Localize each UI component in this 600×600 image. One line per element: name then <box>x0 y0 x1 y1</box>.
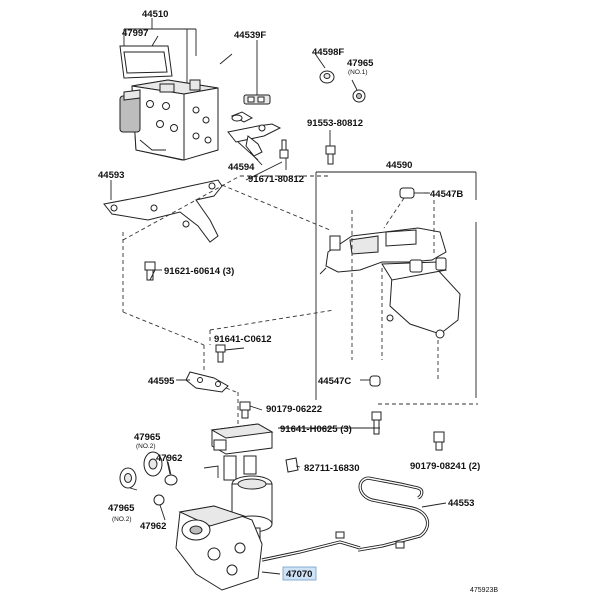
part-47965-no1-clamp <box>351 79 366 103</box>
part-44594-bracket <box>227 111 289 170</box>
label-44598F: 44598F <box>312 47 344 58</box>
label-47962-a: 47962 <box>156 453 182 464</box>
part-44539F-clip <box>243 40 271 105</box>
label-47965-low: 47965 <box>108 503 135 514</box>
label-47070: 47070 <box>286 569 312 580</box>
abs-actuator-assembly <box>119 18 219 161</box>
label-47965-mid: 47965 <box>134 432 161 443</box>
catalog-number: 475923B <box>470 587 498 594</box>
part-91641-H0625-bolt <box>371 411 382 435</box>
label-44553: 44553 <box>448 498 474 509</box>
part-44598F-grommet <box>315 54 335 84</box>
label-44590: 44590 <box>386 160 412 171</box>
part-44590-bracket-assembly <box>315 171 477 400</box>
label-44539F: 44539F <box>234 30 266 41</box>
leader-lines <box>129 35 430 575</box>
label-47965-top-note: (NO.1) <box>348 69 368 76</box>
part-labels: 44510 47997 44539F 44598F 47965 (NO.1) 9… <box>98 9 498 594</box>
part-47070-pump-assembly <box>119 401 299 591</box>
label-44594: 44594 <box>228 162 255 173</box>
label-47965-mid-note: (NO.2) <box>136 443 156 450</box>
label-91553: 91553-80812 <box>307 118 363 129</box>
part-44547C-grommet <box>360 375 381 387</box>
label-91641-C0612: 91641-C0612 <box>214 334 272 345</box>
label-44547B: 44547B <box>430 189 463 200</box>
label-44547C: 44547C <box>318 376 351 387</box>
highlight-47070 <box>282 566 317 581</box>
part-44553-tube <box>261 476 447 562</box>
part-44595-bracket <box>176 344 229 393</box>
label-91671: 91671-80812 <box>248 174 304 185</box>
label-47997: 47997 <box>122 28 148 39</box>
label-90179-06222: 90179-06222 <box>266 404 322 415</box>
label-91641-H0625: 91641-H0625 (3) <box>280 424 352 435</box>
label-47965-top: 47965 <box>347 58 374 69</box>
label-44593: 44593 <box>98 170 124 181</box>
part-44593-bracket <box>103 179 223 281</box>
label-82711: 82711-16830 <box>304 463 359 474</box>
part-90179-08241-nut <box>433 431 445 451</box>
label-47965-low-note: (NO.2) <box>112 516 132 523</box>
part-91553-bolt <box>325 130 336 165</box>
label-90179-08241: 90179-08241 (2) <box>410 461 480 472</box>
label-91621: 91621-60614 (3) <box>164 266 234 277</box>
label-47962-b: 47962 <box>140 521 166 532</box>
label-44595: 44595 <box>148 376 175 387</box>
label-44510: 44510 <box>142 9 168 20</box>
